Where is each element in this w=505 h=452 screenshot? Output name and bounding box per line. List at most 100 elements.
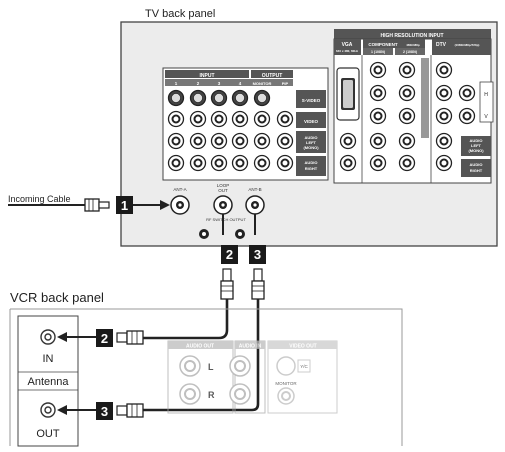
vcr-panel-outline (10, 308, 403, 446)
svg-text:(MONO): (MONO) (303, 145, 319, 150)
tv-panel-title: TV back panel (145, 8, 215, 20)
svg-text:LEFT: LEFT (306, 140, 317, 145)
tv-component-jack-c1-r2 (369, 84, 387, 102)
step-1-arrow (160, 200, 170, 210)
vcr-panel-title: VCR back panel (10, 290, 104, 305)
tv-av-jack-r4-c1 (167, 154, 185, 172)
dtv-label: DTV (436, 42, 447, 48)
vga-label: VGA (342, 42, 353, 48)
step-3-number: 3 (254, 247, 261, 262)
vcr-av-section: AUDIO OUT AUDIO IN VIDEO OUT L R Y/C MON… (167, 340, 338, 414)
input-label: INPUT (200, 73, 215, 79)
vcr-svideo-out-jack (276, 356, 296, 376)
svg-text:RIGHT: RIGHT (470, 168, 483, 173)
tv-av-jack-r1-c3 (210, 89, 228, 107)
tv-jacks (167, 61, 476, 172)
tv-dtv-hv-jack-r1 (458, 84, 476, 102)
dtv-audio-left-label: AUDIO (470, 138, 483, 143)
step-3-arrow (57, 405, 67, 415)
dtv-audio-right-label: AUDIO (470, 162, 483, 167)
vcr-out-plug (116, 403, 160, 418)
cable-2-wire (160, 299, 229, 340)
tv-component-jack-c2-r2 (398, 84, 416, 102)
component-sub-label: 480i/480p (406, 43, 420, 47)
pip-out-label: PIP (282, 81, 289, 86)
v-label: V (484, 114, 488, 120)
vcr-in-label: IN (43, 353, 54, 365)
vcr-yc-label: Y/C (300, 364, 308, 369)
component-label: COMPONENT (368, 42, 398, 47)
step-2-number: 2 (226, 247, 233, 262)
vcr-in-plug (116, 330, 160, 345)
cable-3-wire (160, 299, 260, 412)
vga-sub-label: 640 x 480, 60Hz (336, 49, 359, 53)
tv-av-jack-r2-c4 (231, 110, 249, 128)
svideo-label: S-VIDEO (302, 98, 321, 103)
tv-dtv-hv-jack-r2 (458, 107, 476, 125)
tv-av-jack-r1-c5 (253, 89, 271, 107)
tv-dtv-jack-r1 (435, 61, 453, 79)
tv-av-jack-r4-c3 (210, 154, 228, 172)
tv-component-jack-c2-r5 (398, 154, 416, 172)
tv-dtv-jack-r2 (435, 84, 453, 102)
h-label: H (484, 92, 488, 98)
tv-component-jack-c1-r3 (369, 107, 387, 125)
step-3-vcr-number: 3 (101, 404, 108, 419)
vcr-monitor-label: MONITOR (275, 381, 297, 386)
tv-vga-audio-jack-r2 (339, 154, 357, 172)
tv-component-jack-c1-r5 (369, 154, 387, 172)
tv-av-jack-r3-c4 (231, 132, 249, 150)
tv-av-jack-r3-c2 (189, 132, 207, 150)
step-2-vcr-number: 2 (101, 331, 108, 346)
component-2-label: 2 (1080i) (403, 50, 417, 54)
vcr-audio-in-label: AUDIO IN (239, 344, 262, 350)
ant-a-label: ANT-A (173, 187, 186, 192)
tv-av-jack-r2-c5 (253, 110, 271, 128)
ant-b-label: ANT-B (248, 187, 261, 192)
step-3-badge (249, 245, 266, 264)
cable-2-plug (220, 268, 234, 300)
vcr-antenna-section: IN Antenna OUT (17, 315, 79, 447)
tv-av-jack-r4-c2 (189, 154, 207, 172)
audio-right-label: AUDIO (305, 160, 318, 165)
component-1-label: 1 (1080i) (371, 50, 385, 54)
tv-dtv-jack-r3 (435, 107, 453, 125)
tv-av-jack-r3-c5 (253, 132, 271, 150)
video-label: VIDEO (304, 119, 319, 124)
svg-text:RIGHT: RIGHT (305, 166, 318, 171)
tv-av-jack-r4-c4 (231, 154, 249, 172)
hi-res-label: HIGH RESOLUTION INPUT (380, 33, 443, 39)
tv-component-jack-c2-r1 (398, 61, 416, 79)
tv-component-jack-c1-r1 (369, 61, 387, 79)
audio-left-label: AUDIO (305, 135, 318, 140)
tv-av-jack-r1-c1 (167, 89, 185, 107)
tv-av-jack-r2-c2 (189, 110, 207, 128)
tv-av-jack-r3-c6 (276, 132, 294, 150)
input-number-1: 1 (175, 81, 178, 86)
tv-av-jack-r3-c3 (210, 132, 228, 150)
tv-av-jack-r4-c6 (276, 154, 294, 172)
vcr-r-label: R (208, 390, 215, 400)
tv-component-jack-c1-r4 (369, 132, 387, 150)
tv-dtv-audio-jack-r1 (435, 132, 453, 150)
svg-text:LEFT: LEFT (471, 143, 482, 148)
tv-dtv-audio-jack-r2 (435, 154, 453, 172)
vcr-out-label: OUT (36, 428, 60, 440)
vcr-video-out-label: VIDEO OUT (289, 344, 317, 350)
step-3-vcr-badge (96, 402, 113, 420)
tv-av-jack-r2-c3 (210, 110, 228, 128)
output-label: OUTPUT (262, 73, 283, 79)
tv-vga-audio-jack-r1 (339, 132, 357, 150)
input-number-2: 2 (197, 81, 200, 86)
step-1-badge (116, 196, 133, 214)
step-2-vcr-badge (96, 329, 113, 347)
vcr-l-label: L (208, 362, 214, 372)
vcr-antenna-label: Antenna (28, 376, 70, 388)
input-number-4: 4 (239, 81, 242, 86)
incoming-cable-label: Incoming Cable (8, 194, 71, 204)
monitor-out-label: MONITOR (253, 81, 272, 86)
rf-switch-label: RF SWITCH OUTPUT (206, 217, 246, 222)
svg-text:(MONO): (MONO) (468, 148, 484, 153)
tv-av-jack-r3-c1 (167, 132, 185, 150)
